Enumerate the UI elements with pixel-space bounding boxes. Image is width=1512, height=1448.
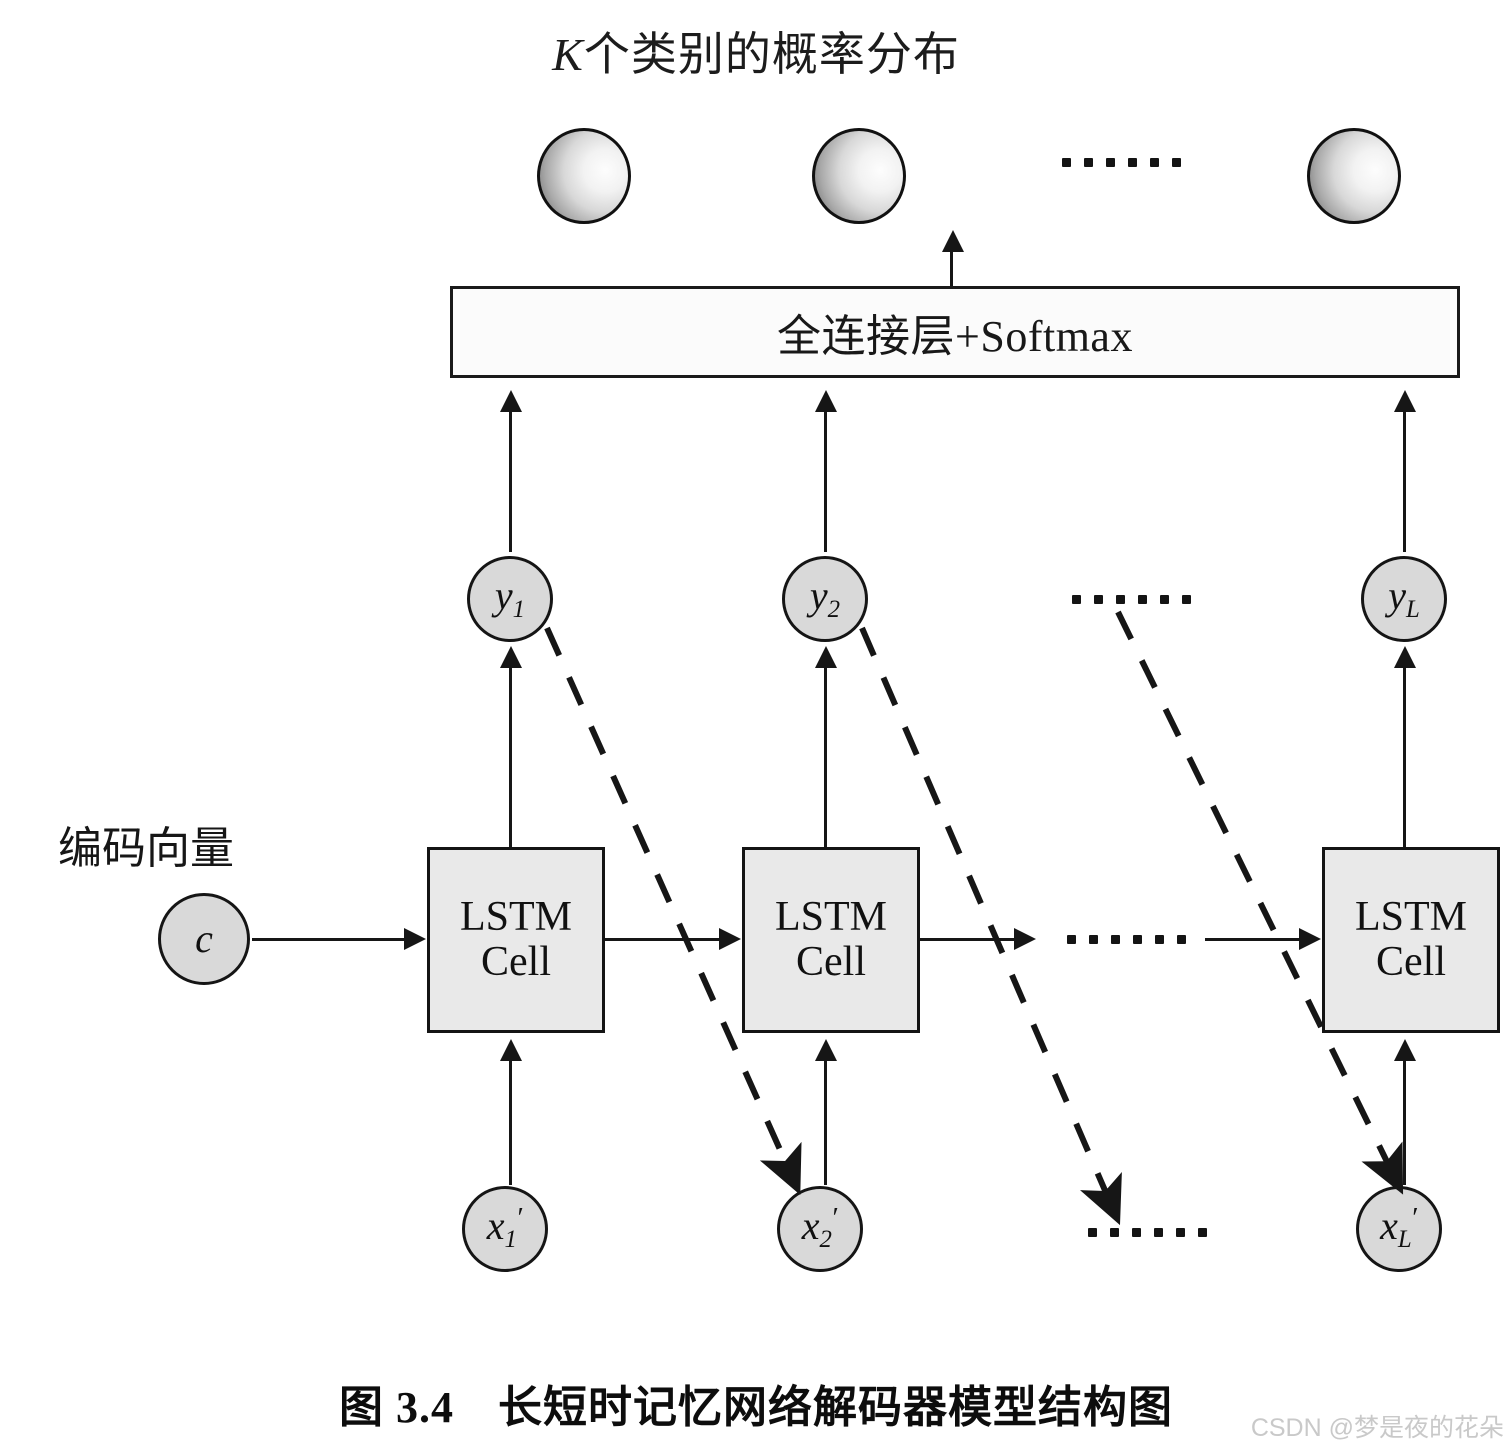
encoder-vector-node: c bbox=[158, 893, 250, 985]
output-sphere-1 bbox=[537, 128, 631, 224]
ellipsis-to-cellL-arrowhead bbox=[1299, 928, 1321, 950]
output-sphere-L bbox=[1307, 128, 1401, 224]
top-row-ellipsis bbox=[1062, 158, 1181, 167]
xL-to-cellL-arrowhead bbox=[1394, 1039, 1416, 1061]
x2-to-cell2-arrowhead bbox=[815, 1039, 837, 1061]
xL-prime: ′ bbox=[1412, 1201, 1419, 1234]
cell2-to-ellipsis-line bbox=[920, 938, 1015, 941]
xL-label: xL′ bbox=[1380, 1201, 1419, 1253]
cell2-to-y2-arrowhead bbox=[815, 646, 837, 668]
y2-label: y2 bbox=[809, 572, 841, 623]
dense-to-output-line bbox=[950, 252, 953, 288]
x2-label: x2′ bbox=[801, 1201, 839, 1253]
yL-label: yL bbox=[1388, 572, 1420, 623]
x1-label: x1′ bbox=[486, 1201, 524, 1253]
cell2-to-ellipsis-arrowhead bbox=[1014, 928, 1036, 950]
figure-caption-text: 长短时记忆网络解码器模型结构图 bbox=[498, 1383, 1173, 1432]
cell1-to-cell2-line bbox=[605, 938, 720, 941]
x1-to-cell1-line bbox=[509, 1060, 512, 1185]
y1-to-dense-arrowhead bbox=[500, 390, 522, 412]
y2-to-dense-line bbox=[824, 412, 827, 552]
encoder-vector-symbol: c bbox=[195, 916, 213, 961]
encoder-vector-label: 编码向量 bbox=[58, 824, 234, 873]
csdn-watermark: CSDN @梦是夜的花朵 bbox=[1250, 1414, 1504, 1442]
yL-to-dense-line bbox=[1403, 412, 1406, 552]
y2-to-dense-arrowhead bbox=[815, 390, 837, 412]
figure-title: K个类别的概率分布 bbox=[0, 18, 1512, 84]
lstm-cell-2: LSTM Cell bbox=[742, 847, 920, 1033]
cell1-to-y1-arrowhead bbox=[500, 646, 522, 668]
lstm-cell-2-line1: LSTM bbox=[774, 893, 887, 940]
x2-prime: ′ bbox=[832, 1201, 839, 1234]
lstm-cell-L-line1: LSTM bbox=[1354, 893, 1467, 940]
y2-subscript: 2 bbox=[827, 595, 841, 623]
lstm-cell-1: LSTM Cell bbox=[427, 847, 605, 1033]
xL-node: xL′ bbox=[1356, 1186, 1442, 1272]
cellL-to-yL-line bbox=[1403, 668, 1406, 848]
x1-node: x1′ bbox=[462, 1186, 548, 1272]
x2-node: x2′ bbox=[777, 1186, 863, 1272]
c-to-cell1-line bbox=[252, 938, 404, 941]
yL-subscript: L bbox=[1405, 595, 1420, 623]
lstm-cell-2-line2: Cell bbox=[796, 939, 866, 985]
cellL-to-yL-arrowhead bbox=[1394, 646, 1416, 668]
cell1-to-y1-line bbox=[509, 668, 512, 848]
figure-caption-number: 图 3.4 bbox=[339, 1383, 454, 1432]
y1-node: y1 bbox=[467, 556, 553, 642]
dense-softmax-box: 全连接层+Softmax bbox=[450, 286, 1460, 378]
lstm-cell-L: LSTM Cell bbox=[1322, 847, 1500, 1033]
lstm-cell-1-line2: Cell bbox=[481, 939, 551, 985]
x1-to-cell1-arrowhead bbox=[500, 1039, 522, 1061]
y1-label: y1 bbox=[494, 572, 526, 623]
x1-subscript: 1 bbox=[504, 1225, 517, 1253]
lstm-cell-1-line1: LSTM bbox=[459, 893, 572, 940]
y-row-ellipsis bbox=[1072, 595, 1191, 604]
figure-title-text: 个类别的概率分布 bbox=[583, 29, 960, 80]
yL-node: yL bbox=[1361, 556, 1447, 642]
x-row-ellipsis bbox=[1088, 1228, 1207, 1237]
x1-prime: ′ bbox=[517, 1201, 524, 1234]
xL-subscript: L bbox=[1397, 1225, 1412, 1253]
c-to-cell1-arrowhead bbox=[404, 928, 426, 950]
x2-to-cell2-line bbox=[824, 1060, 827, 1185]
x2-subscript: 2 bbox=[819, 1225, 832, 1253]
output-sphere-2 bbox=[812, 128, 906, 224]
dense-softmax-label: 全连接层+Softmax bbox=[777, 312, 1133, 361]
y2-node: y2 bbox=[782, 556, 868, 642]
dense-to-output-arrowhead bbox=[942, 230, 964, 252]
yL-to-dense-arrowhead bbox=[1394, 390, 1416, 412]
ellipsis-to-cellL-line bbox=[1205, 938, 1300, 941]
cell-row-ellipsis bbox=[1067, 935, 1186, 944]
y1-to-dense-line bbox=[509, 412, 512, 552]
xL-to-cellL-line bbox=[1403, 1060, 1406, 1185]
cell1-to-cell2-arrowhead bbox=[719, 928, 741, 950]
lstm-cell-L-line2: Cell bbox=[1376, 939, 1446, 985]
figure-caption: 图 3.4 长短时记忆网络解码器模型结构图 bbox=[0, 1371, 1512, 1435]
y1-subscript: 1 bbox=[512, 595, 526, 623]
figure-title-symbol: K bbox=[552, 29, 584, 80]
cell2-to-y2-line bbox=[824, 668, 827, 848]
